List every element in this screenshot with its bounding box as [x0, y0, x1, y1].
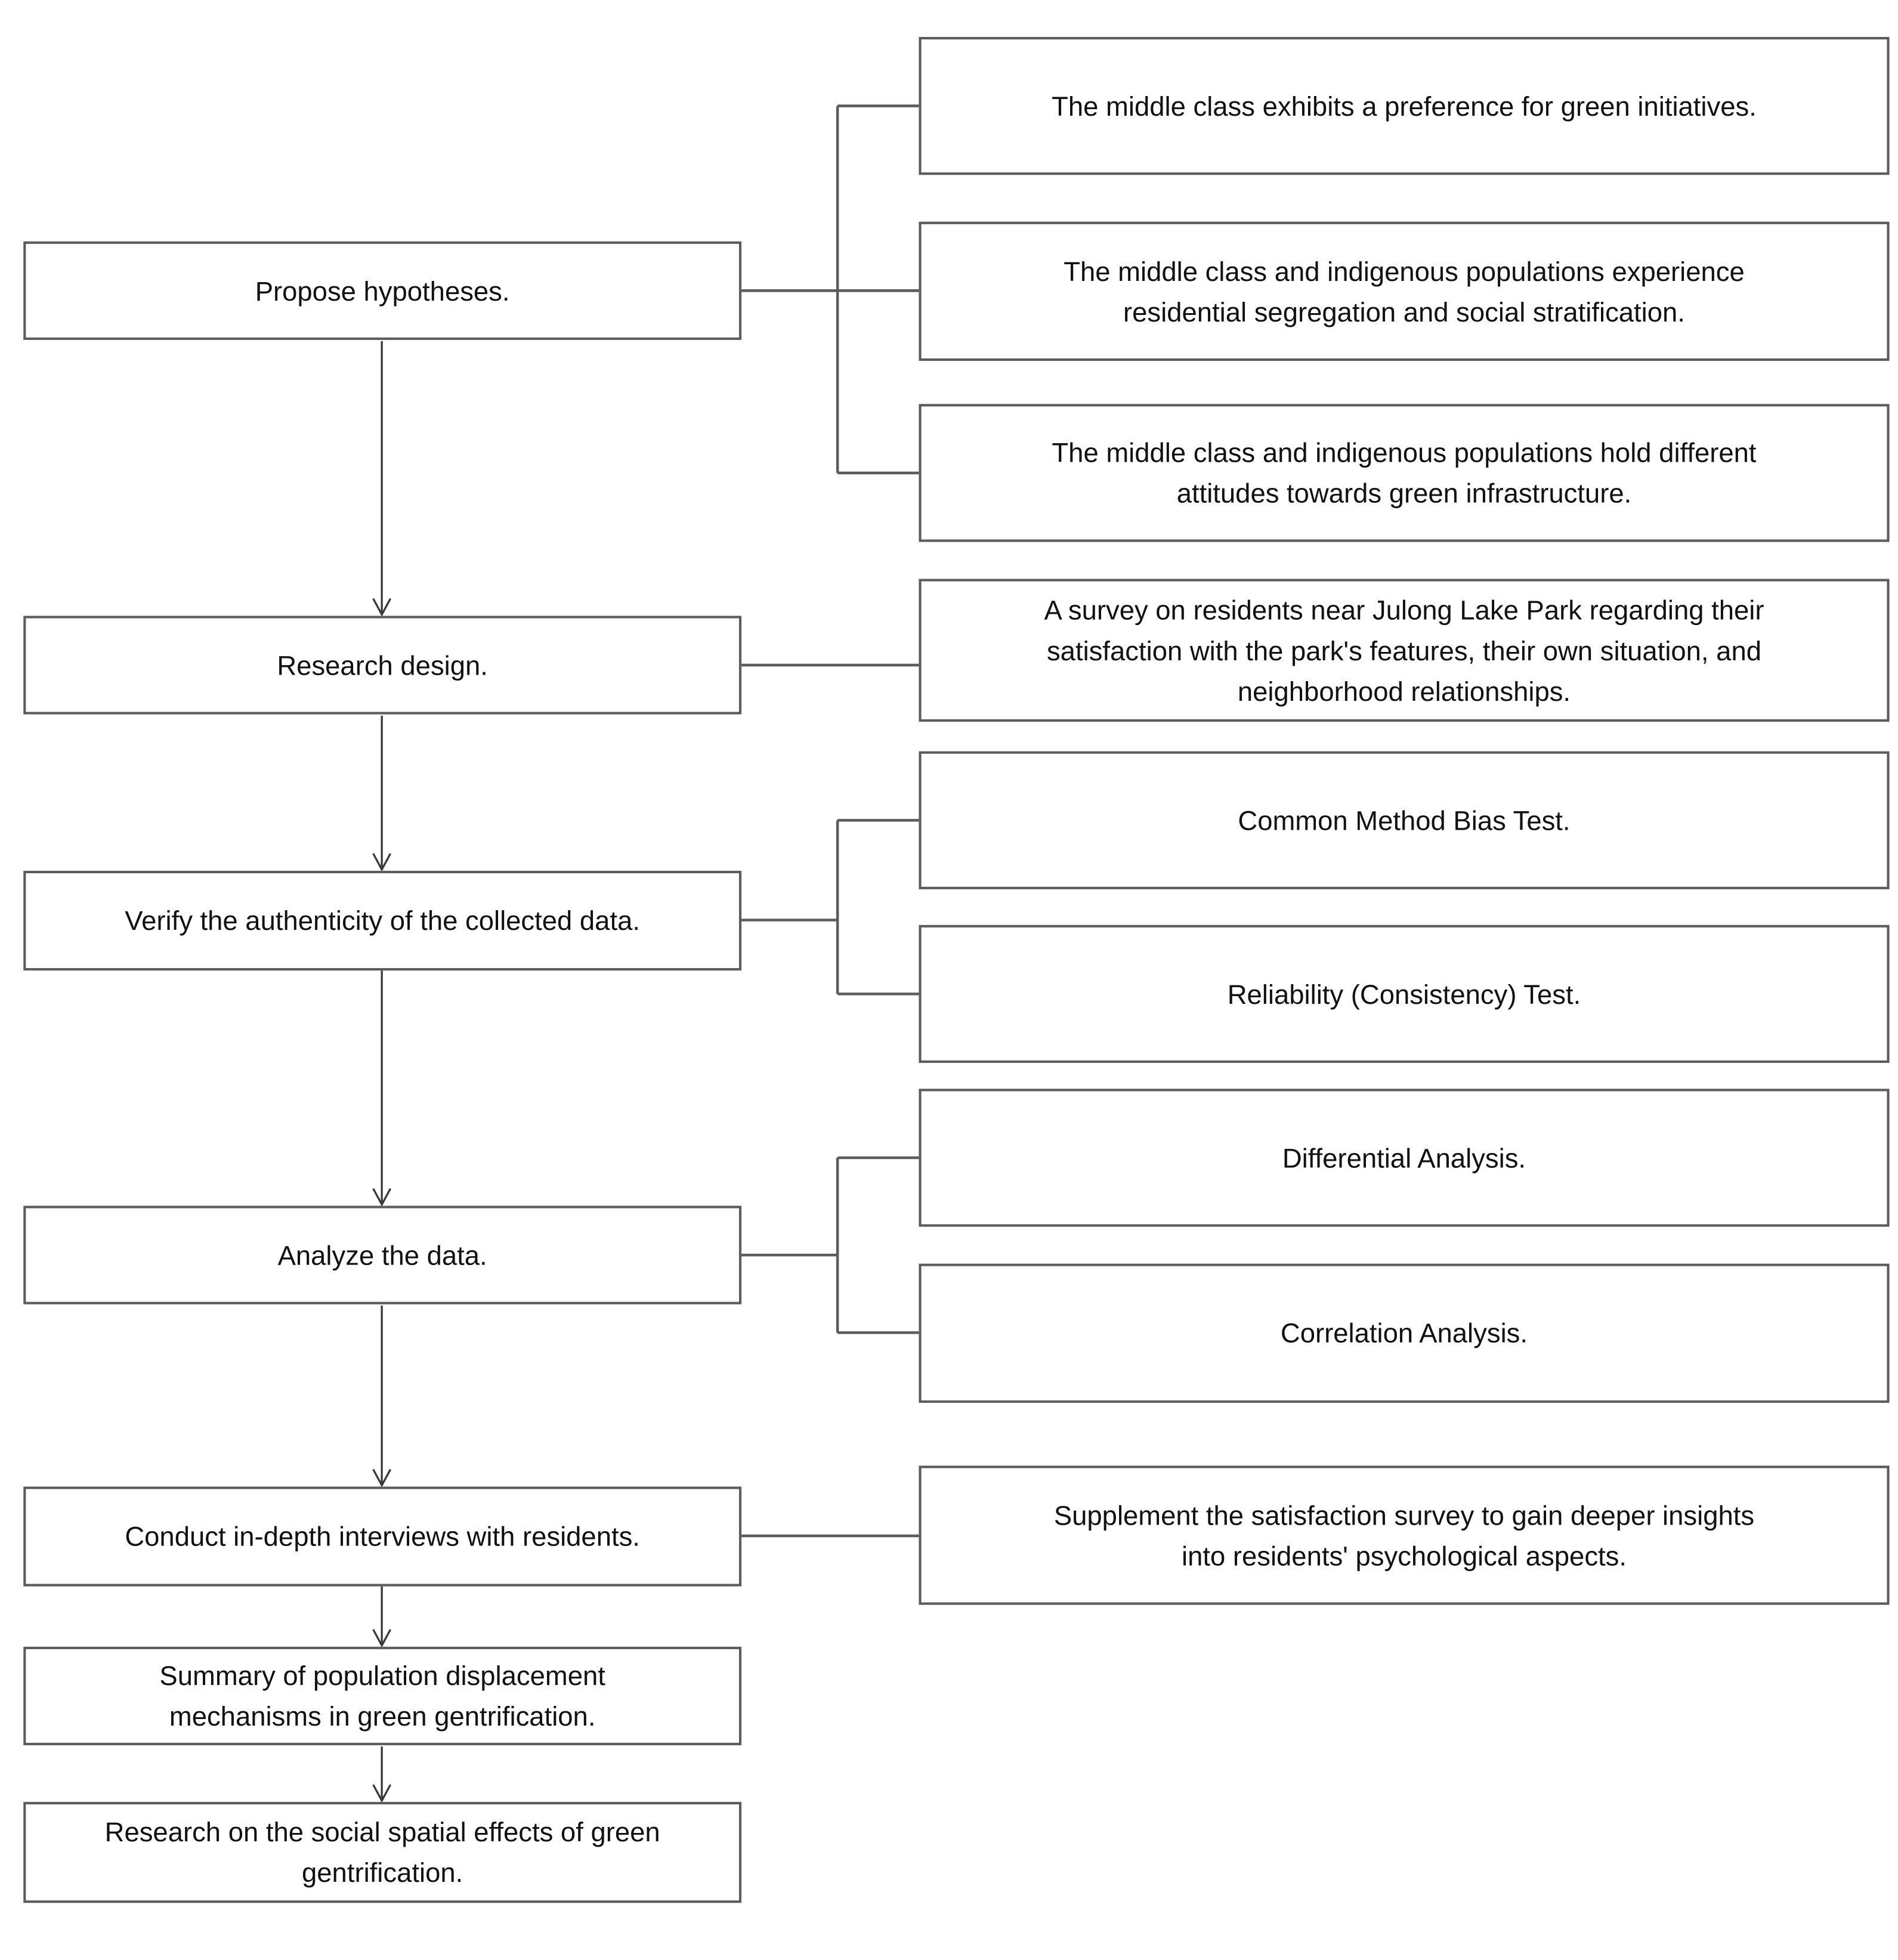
step-social-spatial-research: Research on the social spatial effects o…: [23, 1801, 742, 1903]
step-verify-data: Verify the authenticity of the collected…: [23, 870, 742, 971]
detail-supplement-survey: Supplement the satisfaction survey to ga…: [919, 1466, 1890, 1605]
arrow-summary-to-social: [372, 1746, 392, 1803]
arrow-interviews-to-summary: [372, 1586, 392, 1648]
step-propose-hypotheses: Propose hypotheses.: [23, 241, 742, 340]
step-analyze-data: Analyze the data.: [23, 1205, 742, 1304]
step-summary-displacement: Summary of population displacement mecha…: [23, 1646, 742, 1745]
detail-survey-julong-lake: A survey on residents near Julong Lake P…: [919, 579, 1890, 722]
detail-hypothesis-green-preference: The middle class exhibits a preference f…: [919, 36, 1890, 175]
arrow-verify-to-analyze: [372, 970, 392, 1207]
step-interviews: Conduct in-depth interviews with residen…: [23, 1486, 742, 1587]
arrow-propose-to-research: [372, 341, 392, 617]
arrow-analyze-to-interviews: [372, 1305, 392, 1488]
detail-common-method-bias-test: Common Method Bias Test.: [919, 751, 1890, 889]
arrow-research-to-verify: [372, 715, 392, 872]
detail-hypothesis-segregation: The middle class and indigenous populati…: [919, 221, 1890, 361]
detail-reliability-test: Reliability (Consistency) Test.: [919, 925, 1890, 1064]
detail-hypothesis-attitudes: The middle class and indigenous populati…: [919, 404, 1890, 542]
detail-differential-analysis: Differential Analysis.: [919, 1089, 1890, 1227]
step-research-design: Research design.: [23, 616, 742, 715]
detail-correlation-analysis: Correlation Analysis.: [919, 1263, 1890, 1403]
